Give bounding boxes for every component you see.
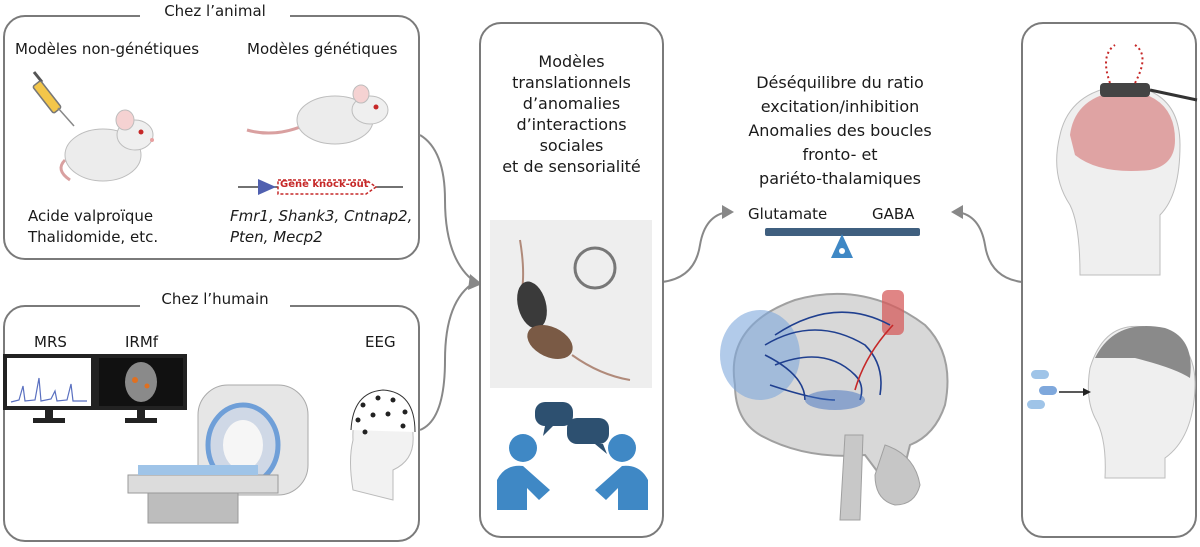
mrs-spectrum-monitor (3, 354, 95, 423)
gene-knockout-construct (238, 179, 403, 195)
social-interaction-icon (497, 402, 648, 510)
animal-panel-title: Chez l’animal (140, 2, 290, 21)
mri-scanner-illustration (127, 384, 309, 524)
translational-line-2: translationnels (512, 73, 631, 92)
genetic-item-line1: Fmr1, Shank3, Cntnap2, (230, 207, 413, 225)
non-genetic-models-title: Modèles non-génétiques (15, 40, 200, 58)
non-genetic-item-valproic: Acide valproïque (28, 207, 154, 225)
mechanism-line-3: Anomalies des boucles (748, 121, 932, 140)
irmf-label: IRMf (125, 333, 159, 351)
translational-line-5: sociales (539, 136, 604, 155)
mechanism-line-5: pariéto-thalamiques (759, 169, 921, 188)
translational-line-1: Modèles (538, 52, 605, 71)
balance-scale-icon (765, 228, 920, 258)
genetic-models-title: Modèles génétiques (247, 40, 398, 58)
mechanism-line-1: Déséquilibre du ratio (756, 73, 924, 92)
mechanism-line-4: fronto- et (802, 145, 878, 164)
syringe-icon (32, 71, 75, 127)
translational-line-3: d’anomalies (522, 94, 621, 113)
glutamate-label: Glutamate (748, 205, 828, 223)
human-panel-title: Chez l’humain (140, 290, 290, 309)
mouse-illustration-genetic (246, 84, 389, 145)
translational-line-6: et de sensorialité (502, 157, 641, 176)
eeg-label: EEG (365, 333, 396, 351)
mouse-illustration-non-genetic (59, 109, 154, 182)
translational-line-4: d’interactions (516, 115, 627, 134)
non-genetic-item-thalidomide: Thalidomide, etc. (28, 228, 159, 246)
rats-interaction-illustration (517, 239, 631, 381)
brain-stimulation-head-illustration (1056, 44, 1198, 276)
social-interaction-arena (490, 220, 652, 388)
irmf-brain-scan-monitor (95, 354, 187, 423)
genetic-item-line2: Pten, Mecp2 (230, 228, 323, 246)
mrs-label: MRS (34, 333, 67, 351)
pharmacology-head-illustration (1027, 325, 1196, 479)
mechanism-line-2: excitation/inhibition (760, 97, 920, 116)
gene-knockout-label: Gène knock-out (280, 179, 369, 190)
eeg-head-illustration (350, 389, 416, 501)
brain-circuit-illustration (720, 290, 949, 521)
gaba-label: GABA (872, 205, 915, 223)
